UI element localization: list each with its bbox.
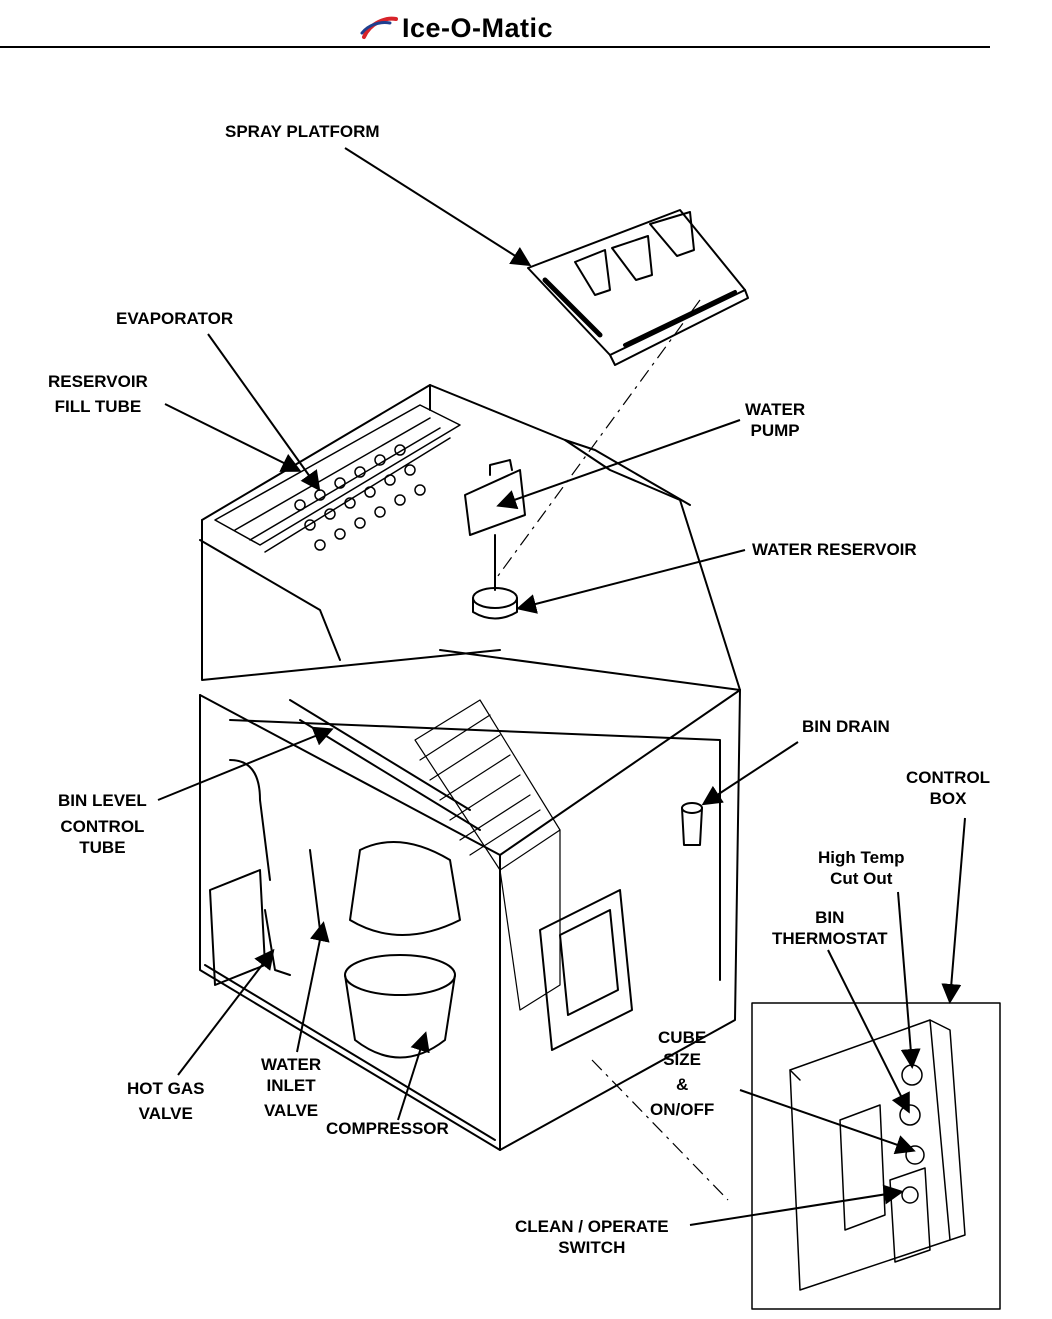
label-control-box: CONTROL BOX xyxy=(906,767,990,809)
label-bin-level-line3: TUBE xyxy=(79,838,126,857)
label-cube-size-line2: SIZE xyxy=(663,1050,701,1069)
label-hot-gas-line2: VALVE xyxy=(138,1104,193,1123)
condenser-shape xyxy=(414,699,561,1011)
hot-gas-leader xyxy=(177,948,275,1076)
brand-name: Ice-O-Matic xyxy=(402,12,554,43)
control-box-shape xyxy=(539,889,633,1051)
label-water-pump-line1: WATER xyxy=(745,400,806,419)
compressor-leader xyxy=(397,1031,430,1121)
label-water-pump-line2: PUMP xyxy=(750,421,800,440)
label-water-pump: WATER PUMP xyxy=(745,399,805,441)
bin-drain-leader xyxy=(701,741,799,806)
label-spray-platform: SPRAY PLATFORM xyxy=(225,122,380,141)
label-high-temp-cut-out: High Temp Cut Out xyxy=(818,847,905,889)
bin-level-leader xyxy=(157,726,334,801)
label-bin-thermostat-line1: BIN xyxy=(815,908,845,927)
label-high-temp-line2: Cut Out xyxy=(830,869,893,888)
bin-thermostat-leader xyxy=(827,949,910,1114)
water-pump-shape xyxy=(464,459,526,620)
water-pump-leader xyxy=(496,419,741,510)
label-evaporator: EVAPORATOR xyxy=(116,309,234,328)
header-rule xyxy=(0,46,990,48)
label-water-inlet-line1: WATER xyxy=(261,1055,322,1074)
evaporator-shape xyxy=(214,404,461,553)
swoosh-logo-icon xyxy=(360,16,398,39)
label-water-inlet-line2: INLET xyxy=(266,1076,316,1095)
reservoir-fill-leader xyxy=(164,403,302,472)
compressor-shape xyxy=(344,841,461,1059)
label-bin-drain: BIN DRAIN xyxy=(802,717,890,736)
label-compressor: COMPRESSOR xyxy=(326,1119,449,1138)
label-bin-thermostat: BIN THERMOSTAT xyxy=(772,907,888,949)
label-cube-size-on-off: CUBE SIZE & ON/OFF xyxy=(650,1027,714,1120)
control-box-leader xyxy=(941,817,966,1004)
label-reservoir-fill-tube: RESERVOIR FILL TUBE xyxy=(48,371,148,417)
label-cube-size-line3: & xyxy=(675,1075,689,1094)
label-hot-gas-valve: HOT GAS VALVE xyxy=(127,1078,204,1124)
label-water-inlet-line3: VALVE xyxy=(263,1101,319,1120)
label-reservoir-line1: RESERVOIR xyxy=(48,372,148,391)
label-water-reservoir: WATER RESERVOIR xyxy=(752,540,917,559)
label-cube-size-line4: ON/OFF xyxy=(650,1100,715,1119)
spray-platform-leader xyxy=(344,147,532,267)
spray-platform-shape xyxy=(527,209,749,366)
label-bin-level-line2: CONTROL xyxy=(60,817,145,836)
label-bin-level-line1: BIN LEVEL xyxy=(58,791,147,810)
bin-drain-shape xyxy=(681,802,703,846)
label-bin-level-control-tube: BIN LEVEL CONTROL TUBE xyxy=(58,790,147,858)
label-high-temp-line1: High Temp xyxy=(818,848,905,867)
evaporator-leader xyxy=(207,333,321,492)
label-control-box-line2: BOX xyxy=(929,789,967,808)
brand-logo: Ice-O-Matic xyxy=(360,8,553,48)
label-clean-operate-line1: CLEAN / OPERATE xyxy=(515,1217,669,1236)
piping-shape xyxy=(209,699,481,986)
label-water-inlet-valve: WATER INLET VALVE xyxy=(261,1054,321,1121)
label-cube-size-line1: CUBE xyxy=(658,1028,707,1047)
label-control-box-line1: CONTROL xyxy=(906,768,991,787)
clean-operate-leader xyxy=(689,1184,904,1226)
inset-control-box-shape xyxy=(789,1019,966,1291)
label-hot-gas-line1: HOT GAS xyxy=(127,1079,205,1098)
high-temp-leader xyxy=(897,891,921,1069)
label-clean-operate-switch: CLEAN / OPERATE SWITCH xyxy=(515,1216,669,1258)
label-bin-thermostat-line2: THERMOSTAT xyxy=(772,929,888,948)
label-reservoir-line2: FILL TUBE xyxy=(54,397,142,416)
inset-control-box-frame xyxy=(751,1002,1001,1310)
label-clean-operate-line2: SWITCH xyxy=(558,1238,626,1257)
water-reservoir-leader xyxy=(516,549,746,614)
cabinet-lower-shape xyxy=(199,689,741,1151)
cabinet-upper-shape xyxy=(199,384,741,691)
water-inlet-leader xyxy=(296,921,330,1053)
control-box-projection-line xyxy=(591,1059,729,1201)
cube-size-leader xyxy=(739,1089,916,1155)
